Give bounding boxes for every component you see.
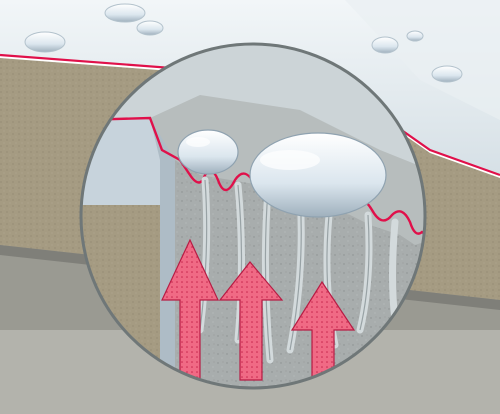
water-droplet-icon	[372, 37, 398, 53]
water-droplet-icon	[105, 4, 145, 22]
water-droplet-icon	[25, 32, 65, 52]
water-droplet-icon	[178, 130, 238, 174]
water-droplet-icon	[407, 31, 423, 41]
water-droplet-icon	[250, 133, 386, 217]
water-droplet-icon	[137, 21, 163, 35]
water-droplet-icon	[432, 66, 462, 82]
